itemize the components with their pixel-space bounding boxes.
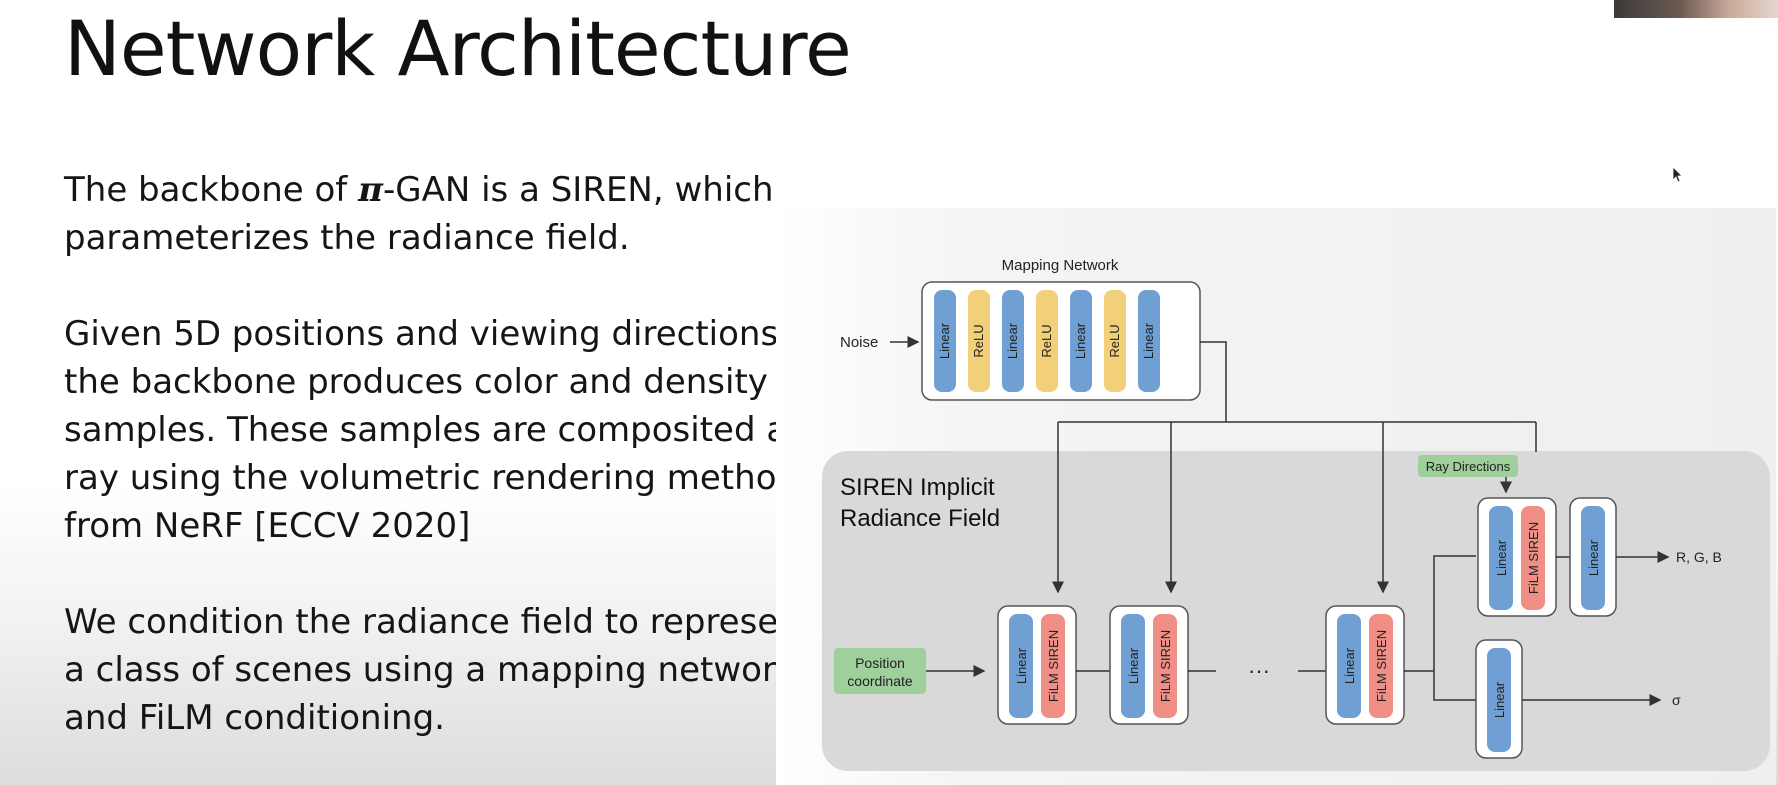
slide-title: Network Architecture [64,4,852,93]
relu-layer [1104,290,1126,392]
linear-layer-label: Linear [1586,539,1601,576]
mapping-network-box [921,281,1201,401]
film-siren-label: FiLM SIREN [1526,522,1541,594]
paragraph-line: samples. These samples are composited al… [64,410,861,450]
linear-layer [934,290,956,392]
linear-layer [1489,506,1513,610]
linear-layer-label: Linear [1014,647,1029,684]
paragraph-backbone: The backbone of π-GAN is a SIREN, which … [64,166,804,262]
linear-layer-label: Linear [937,322,952,359]
linear-layer [1581,506,1605,610]
position-label-line2: coordinate [847,673,913,689]
paragraph-conditioning: We condition the radiance field to repre… [64,598,814,742]
siren-title-line1: SIREN Implicit [840,474,995,501]
paragraph-line: and FiLM conditioning. [64,698,445,738]
ray-directions-badge [1418,455,1518,477]
linear-layer [1070,290,1092,392]
density-linear-block: Linear [1475,639,1523,759]
paragraph-line: ray using the volumetric rendering metho… [64,458,799,498]
film-siren-layer [1521,506,1545,610]
paragraph-line: We condition the radiance field to repre… [64,602,814,642]
rgb-output-label: R, G, B [1676,549,1722,565]
paragraph-line: Given 5D positions and viewing direction… [64,314,789,354]
relu-layer-label: ReLU [971,324,986,357]
linear-layer [1002,290,1024,392]
film-siren-layer [1153,614,1177,718]
mapping-connections [1052,341,1537,594]
paragraph-line: from NeRF [ECCV 2020] [64,506,471,546]
mapping-layers: Linear ReLU Linear ReLU Linear ReLU Linear [934,290,1160,392]
relu-layer-label: ReLU [1039,324,1054,357]
sigma-output-label: σ [1672,692,1681,708]
linear-layer-label: Linear [1126,647,1141,684]
position-label-line1: Position [855,655,905,671]
color-head-film-block: Linear FiLM SIREN [1477,497,1557,617]
linear-layer [1337,614,1361,718]
paragraph-line: parameterizes the radiance field. [64,218,630,258]
film-siren-layer [1369,614,1393,718]
mapping-network-label: Mapping Network [1002,257,1119,274]
text-span: The backbone of [64,170,359,210]
linear-layer-label: Linear [1494,539,1509,576]
relu-layer-label: ReLU [1107,324,1122,357]
film-siren-label: FiLM SIREN [1158,630,1173,702]
linear-layer-label: Linear [1073,322,1088,359]
linear-layer-label: Linear [1342,647,1357,684]
webcam-thumbnail [1614,0,1778,18]
pi-symbol: π [358,170,383,210]
paragraph-line: the backbone produces color and density [64,362,768,402]
paragraph-line: The backbone of π-GAN is a SIREN, which [64,166,804,214]
linear-layer-label: Linear [1005,322,1020,359]
linear-layer [1009,614,1033,718]
relu-layer [968,290,990,392]
siren-title-line2: Radiance Field [840,505,1000,532]
relu-layer [1036,290,1058,392]
linear-layer [1121,614,1145,718]
film-siren-label: FiLM SIREN [1046,630,1061,702]
film-siren-label: FiLM SIREN [1374,630,1389,702]
text-span: -GAN is a SIREN, which [382,170,774,210]
film-block: Linear FiLM SIREN [1109,605,1189,725]
film-siren-layer [1041,614,1065,718]
noise-label: Noise [840,334,878,351]
linear-layer [1138,290,1160,392]
linear-layer-label: Linear [1141,322,1156,359]
ellipsis: ··· [1248,658,1270,683]
linear-layer [1487,648,1511,752]
paragraph-rendering: Given 5D positions and viewing direction… [64,310,861,550]
mouse-cursor-icon [1672,166,1683,183]
position-coordinate-badge [834,648,926,694]
film-block: Linear FiLM SIREN [997,605,1077,725]
linear-layer-label: Linear [1492,681,1507,718]
color-linear-block: Linear [1569,497,1617,617]
film-block: Linear FiLM SIREN [1325,605,1405,725]
paragraph-line: a class of scenes using a mapping networ… [64,650,796,690]
branch-connections [1404,555,1476,701]
ray-directions-label: Ray Directions [1426,459,1511,474]
